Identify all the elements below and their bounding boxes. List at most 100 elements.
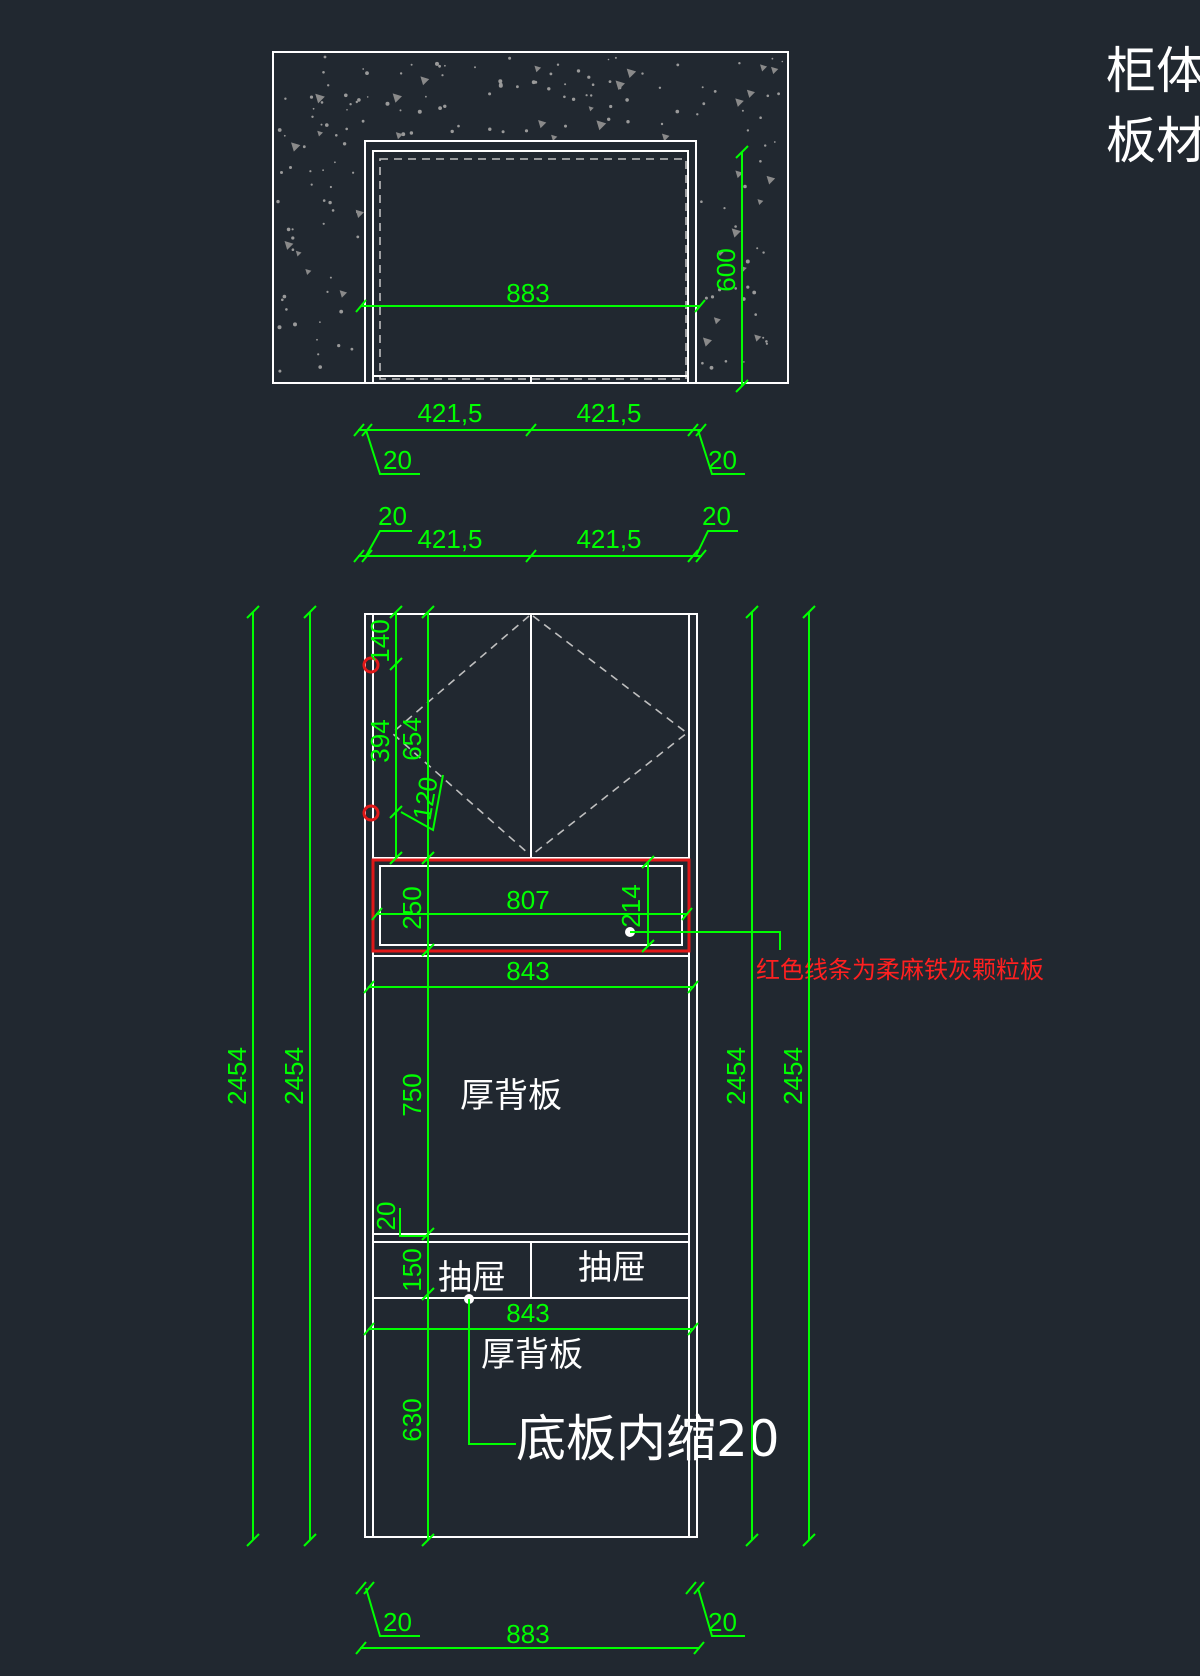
hatch-triangle — [305, 268, 312, 276]
hatch-dot — [320, 123, 323, 126]
dim-text-20-right-front: 20 — [702, 501, 731, 531]
leader-20-drawer — [399, 1208, 428, 1237]
label-thick-back-lower: 厚背板 — [481, 1335, 583, 1375]
hatch-dot — [441, 74, 444, 77]
hatch-dot — [771, 57, 774, 60]
label-drawer-right: 抽屉 — [578, 1248, 646, 1288]
hatch-triangle — [596, 120, 607, 131]
hatch-dot — [762, 336, 765, 339]
hatch-dot — [291, 228, 294, 231]
dim-text-20-drawer: 20 — [371, 1202, 401, 1231]
hatch-dot — [322, 71, 325, 74]
hatch-dot — [626, 120, 630, 124]
hatch-dot — [327, 84, 330, 87]
hatch-dot — [322, 169, 324, 172]
hatch-triangle — [295, 250, 302, 257]
hatch-dot — [435, 61, 439, 66]
hatch-dot — [450, 129, 454, 134]
hatch-dot — [488, 127, 492, 131]
hatch-dot — [409, 131, 414, 135]
hatch-dot — [349, 103, 352, 106]
hatch-dot — [759, 116, 762, 119]
hatch-dot — [713, 90, 717, 93]
hatch-triangle — [339, 290, 348, 298]
dim-text-883-top: 883 — [506, 278, 549, 308]
hatch-dot — [743, 361, 745, 363]
leader-20-right-top — [697, 429, 745, 475]
dim-ticks-chain-main — [421, 605, 435, 1547]
dim-ticks-2454-3 — [745, 605, 759, 1547]
dim-text-20-left-top: 20 — [383, 445, 412, 475]
red-open-shelf — [371, 858, 691, 953]
hatch-dot — [309, 95, 314, 99]
hatch-dot — [590, 94, 593, 97]
hatch-triangle — [626, 68, 637, 79]
dim-ticks-883-top — [355, 299, 706, 313]
hatch-dot — [355, 100, 358, 104]
hatch-dot — [443, 104, 447, 109]
dim-text-630: 630 — [397, 1398, 427, 1441]
hatch-dot — [738, 62, 741, 65]
top-view: 883 600 421,5 421,5 20 20 — [272, 51, 789, 475]
hatch-triangle — [713, 317, 721, 325]
hatch-dot — [401, 132, 406, 137]
leader-20-left-front — [365, 530, 412, 557]
hatch-dot — [318, 365, 323, 369]
hatch-dot — [710, 295, 715, 299]
dim-text-2454-2: 2454 — [279, 1047, 309, 1105]
hatch-dot — [277, 128, 282, 132]
hatch-dot — [549, 72, 553, 76]
hatch-dot — [734, 225, 737, 228]
dim-ticks-600 — [735, 145, 749, 393]
front-dimensions: 2454 2454 2454 2454 140 394 654 250 750 … — [222, 605, 816, 1655]
hatch-dot — [322, 222, 325, 225]
hatch-dot — [607, 58, 610, 61]
concrete-hatch — [276, 55, 784, 373]
hatch-dot — [438, 64, 441, 68]
hatch-dot — [591, 83, 595, 86]
hatch-dot — [399, 109, 402, 112]
hatch-dot — [281, 298, 284, 302]
dim-text-20-left-front: 20 — [378, 501, 407, 531]
hatch-dot — [291, 236, 295, 240]
dim-text-2454-1: 2454 — [222, 1047, 252, 1105]
hatch-dot — [342, 142, 347, 146]
hatch-dot — [352, 171, 355, 174]
hatch-dot — [766, 94, 770, 98]
dim-text-750: 750 — [397, 1073, 427, 1116]
hinge-marker-bottom — [362, 804, 380, 822]
hatch-dot — [762, 251, 765, 254]
hatch-dot — [723, 207, 726, 210]
hatch-dot — [501, 130, 505, 134]
hatch-dot — [773, 141, 776, 143]
dim-text-half-left-top: 421,5 — [417, 398, 482, 428]
hatch-dot — [319, 321, 321, 323]
hatch-triangle — [754, 334, 762, 342]
hatch-dot — [498, 82, 503, 87]
leader-bottom-inset — [468, 1299, 516, 1445]
hatch-dot — [756, 247, 759, 250]
hatch-triangle — [766, 175, 776, 185]
hatch-dot — [357, 98, 361, 102]
dim-text-394: 394 — [365, 719, 395, 762]
hatch-dot — [286, 227, 291, 232]
dim-ticks-20-bottom — [355, 1581, 705, 1595]
dim-ticks-214 — [641, 855, 655, 953]
door-swing-right — [532, 615, 689, 855]
hatch-dot — [696, 113, 699, 116]
hatch-dot — [399, 72, 403, 75]
hatch-dot — [534, 80, 538, 84]
hatch-triangle — [735, 98, 744, 107]
hatch-dot — [326, 290, 329, 293]
title-block: 柜体 板材 — [1106, 42, 1200, 170]
hatch-dot — [700, 200, 703, 203]
hatch-triangle — [551, 134, 558, 141]
hatch-dot — [741, 109, 744, 112]
hatch-dot — [625, 98, 629, 102]
hatch-dot — [425, 95, 427, 98]
dim-text-214: 214 — [616, 884, 646, 927]
dim-text-2454-4: 2454 — [778, 1047, 808, 1105]
hatch-dot — [457, 124, 460, 128]
hatch-triangle — [757, 199, 764, 205]
